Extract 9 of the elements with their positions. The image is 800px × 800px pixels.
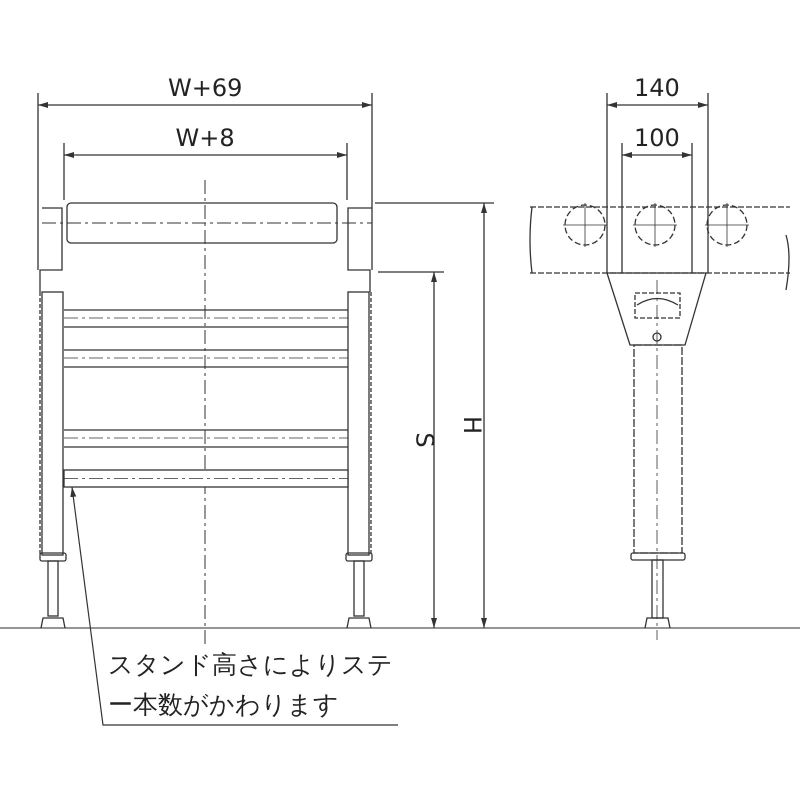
leader-line — [70, 486, 398, 726]
dimension-label: S — [412, 432, 436, 448]
dimension-label: W+69 — [168, 76, 242, 100]
dimension-label: H — [460, 416, 484, 434]
note-text: スタンド高さによりステー本数がかわります — [108, 645, 398, 725]
stay-bar — [63, 469, 349, 488]
dimension-label: W+8 — [176, 126, 235, 150]
dimension-label: 140 — [634, 76, 680, 100]
dimension-label: 100 — [634, 126, 680, 150]
